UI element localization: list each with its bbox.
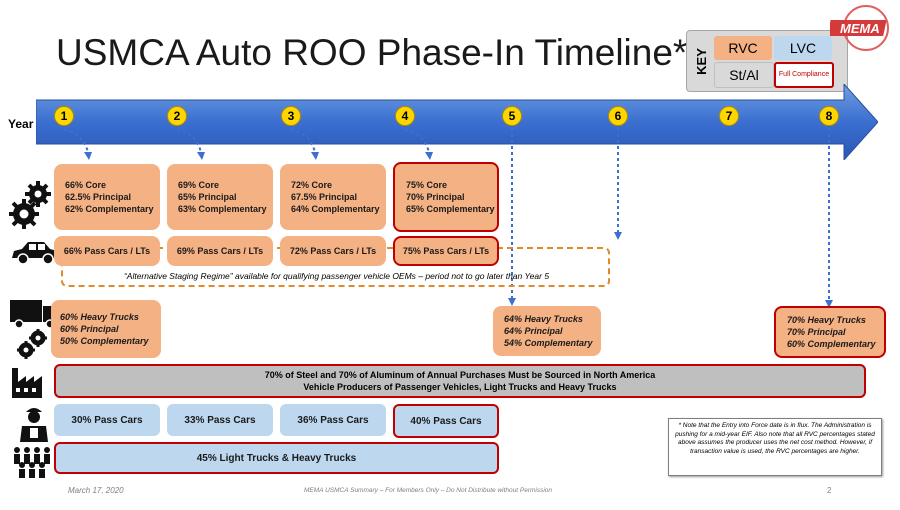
heavy-truck-line: 60% Heavy Trucks xyxy=(60,312,139,322)
heavy-truck-box-year-1: 60% Heavy Trucks 60% Principal 50% Compl… xyxy=(51,300,161,358)
factory-icon xyxy=(12,368,42,398)
truck-gears-icon xyxy=(10,300,58,359)
steel-aluminum-bar: 70% of Steel and 70% of Aluminum of Annu… xyxy=(54,364,866,398)
key-stai: St/Al xyxy=(714,62,774,88)
heavy-truck-line: 64% Heavy Trucks xyxy=(504,314,583,324)
year-marker-5: 5 xyxy=(502,106,522,126)
heavy-truck-line: 70% Heavy Trucks xyxy=(787,315,866,325)
lvc-box-year-2: 33% Pass Cars xyxy=(167,404,273,436)
lvc-box-year-4: 40% Pass Cars xyxy=(393,404,499,438)
core-box-year-2: 69% Core 65% Principal 63% Complementary xyxy=(167,164,273,230)
core-line: 69% Core xyxy=(178,180,220,190)
year-marker-3: 3 xyxy=(281,106,301,126)
key-lvc: LVC xyxy=(774,36,832,60)
year-marker-4: 4 xyxy=(395,106,415,126)
lvc-box-year-1: 30% Pass Cars xyxy=(54,404,160,436)
footer-date: March 17, 2020 xyxy=(68,486,124,495)
core-line: 66% Core xyxy=(65,180,107,190)
steel-aluminum-line-2: Vehicle Producers of Passenger Vehicles,… xyxy=(303,382,617,392)
year-marker-2: 2 xyxy=(167,106,187,126)
year-marker-8: 8 xyxy=(819,106,839,126)
pass-car-box-year-1: 66% Pass Cars / LTs xyxy=(54,236,160,266)
mema-logo: MEMA xyxy=(830,5,889,51)
year-marker-1: 1 xyxy=(54,106,74,126)
principal-line: 70% Principal xyxy=(406,192,465,202)
footer-text: MEMA USMCA Summary – For Members Only – … xyxy=(304,487,553,494)
complementary-line: 65% Complementary xyxy=(406,204,495,214)
complementary-line: 62% Complementary xyxy=(65,204,154,214)
core-box-year-4: 75% Core 70% Principal 65% Complementary xyxy=(393,162,499,232)
lvc-trucks-box: 45% Light Trucks & Heavy Trucks xyxy=(54,442,499,474)
timeline-arrow xyxy=(36,84,878,160)
complementary-line: 63% Complementary xyxy=(178,204,267,214)
complementary-line: 60% Complementary xyxy=(787,339,876,349)
workers-icon xyxy=(20,408,48,442)
core-line: 72% Core xyxy=(291,180,333,190)
page-number: 2 xyxy=(827,486,832,495)
workforce-icon xyxy=(14,447,50,478)
key-rvc: RVC xyxy=(714,36,772,60)
year-label: Year xyxy=(8,117,34,131)
pass-car-box-year-3: 72% Pass Cars / LTs xyxy=(280,236,386,266)
core-box-year-1: 66% Core 62.5% Principal 62% Complementa… xyxy=(54,164,160,230)
complementary-line: 54% Complementary xyxy=(504,338,593,348)
gears-icon xyxy=(9,181,51,229)
heavy-truck-box-year-8: 70% Heavy Trucks 70% Principal 60% Compl… xyxy=(774,306,886,358)
principal-line: 65% Principal xyxy=(178,192,237,202)
steel-aluminum-line-1: 70% of Steel and 70% of Aluminum of Annu… xyxy=(264,370,656,380)
pass-car-box-year-4: 75% Pass Cars / LTs xyxy=(393,236,499,266)
heavy-truck-box-year-5: 64% Heavy Trucks 64% Principal 54% Compl… xyxy=(493,306,601,356)
key-full-compliance: Full Compliance xyxy=(774,62,834,88)
principal-line: 67.5% Principal xyxy=(291,192,358,202)
alternative-staging-text: “Alternative Staging Regime” available f… xyxy=(123,271,550,281)
pass-car-box-year-2: 69% Pass Cars / LTs xyxy=(167,236,273,266)
principal-line: 62.5% Principal xyxy=(65,192,132,202)
core-line: 75% Core xyxy=(406,180,448,190)
core-box-year-3: 72% Core 67.5% Principal 64% Complementa… xyxy=(280,164,386,230)
year-marker-6: 6 xyxy=(608,106,628,126)
page-title: USMCA Auto ROO Phase-In Timeline* xyxy=(56,32,688,73)
year-marker-7: 7 xyxy=(719,106,739,126)
svg-text:MEMA: MEMA xyxy=(840,21,880,36)
principal-line: 70% Principal xyxy=(787,327,846,337)
principal-line: 60% Principal xyxy=(60,324,119,334)
lvc-box-year-3: 36% Pass Cars xyxy=(280,404,386,436)
car-icon xyxy=(12,242,58,265)
principal-line: 64% Principal xyxy=(504,326,563,336)
complementary-line: 64% Complementary xyxy=(291,204,380,214)
complementary-line: 50% Complementary xyxy=(60,336,149,346)
key-label: KEY xyxy=(693,47,709,75)
footnote-box: * Note that the Entry into Force date is… xyxy=(668,418,882,476)
